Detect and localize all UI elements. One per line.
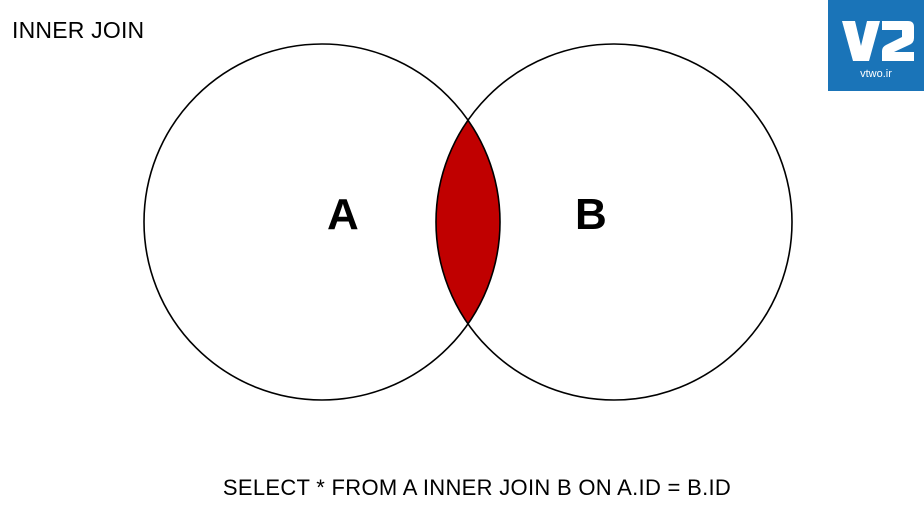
logo-v2-glyph bbox=[842, 21, 914, 61]
set-b-label: B bbox=[575, 190, 607, 239]
set-a-label: A bbox=[327, 190, 359, 239]
intersection-region bbox=[436, 44, 500, 400]
logo-mark bbox=[828, 0, 924, 91]
set-b-circle bbox=[435, 43, 793, 401]
sql-query: SELECT * FROM A INNER JOIN B ON A.ID = B… bbox=[222, 475, 732, 500]
set-a-circle bbox=[143, 43, 501, 401]
logo-caption: vtwo.ir bbox=[860, 68, 892, 80]
vtwo-logo: vtwo.ir bbox=[828, 0, 924, 91]
diagram-title: INNER JOIN bbox=[12, 17, 145, 43]
